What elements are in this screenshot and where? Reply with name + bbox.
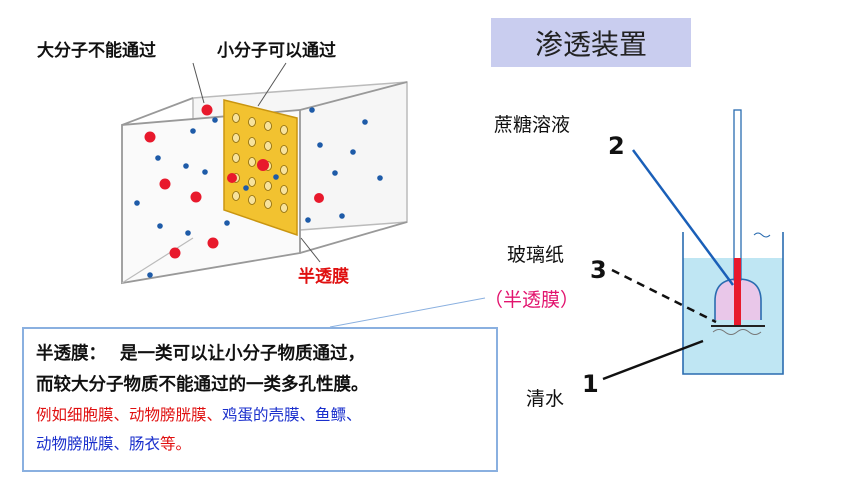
definition-term: 半透膜： — [36, 344, 106, 364]
sucrose-solution-label: 蔗糖溶液 — [494, 114, 571, 136]
definition-line-1: 半透膜： 是一类可以让小分子物质通过， — [36, 339, 486, 370]
callout-line — [329, 297, 486, 328]
example-red-1: 例如细胞膜、动物膀胱膜、 — [36, 406, 223, 424]
label-number-3: 3 — [590, 256, 607, 284]
example-line-2: 动物膀胱膜、肠衣等。 — [36, 430, 486, 459]
definition-line-2: 而较大分子物质不能通过的一类多孔性膜。 — [36, 370, 486, 401]
membrane-pores — [232, 113, 288, 213]
definition-box: 半透膜： 是一类可以让小分子物质通过， 而较大分子物质不能通过的一类多孔性膜。 例… — [22, 327, 498, 472]
membrane-box-diagram — [121, 62, 408, 285]
osmosis-apparatus — [602, 109, 784, 381]
membrane-label: 半透膜 — [298, 267, 349, 287]
glass-tube — [733, 109, 742, 281]
clear-water-label: 清水 — [526, 388, 565, 410]
cellophane-label: 玻璃纸 — [507, 244, 565, 266]
label-number-2: 2 — [608, 132, 625, 160]
beaker — [682, 232, 784, 375]
definition-text-1: 是一类可以让小分子物质通过， — [120, 344, 365, 364]
page-title: 渗透装置 — [491, 18, 691, 67]
large-molecule-label: 大分子不能通过 — [37, 41, 156, 61]
definition-text-2: 而较大分子物质不能通过的一类多孔性膜。 — [36, 375, 369, 395]
page-title-text: 渗透装置 — [534, 27, 647, 61]
semipermeable-membrane-label: （半透膜） — [484, 289, 580, 311]
example-blue-1: 鸡蛋的壳膜、鱼鳔、 — [222, 406, 362, 424]
label-number-1: 1 — [582, 370, 599, 398]
example-red-2: 等。 — [160, 435, 192, 453]
example-line-1: 例如细胞膜、动物膀胱膜、鸡蛋的壳膜、鱼鳔、 — [36, 401, 486, 430]
large-molecules — [144, 104, 324, 259]
sucrose-column — [734, 258, 741, 326]
example-blue-2: 动物膀胱膜、肠衣 — [36, 435, 161, 453]
small-molecule-label: 小分子可以通过 — [217, 41, 336, 61]
small-molecules — [134, 107, 383, 278]
